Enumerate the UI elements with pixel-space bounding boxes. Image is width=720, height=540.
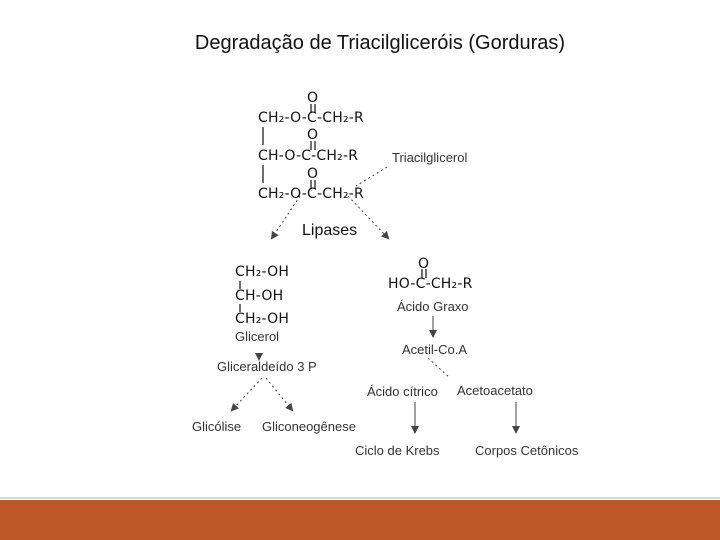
gluconeogenesis-label: Gliconeogênese <box>262 419 356 434</box>
lipases-label: Lipases <box>302 222 358 239</box>
arrow-to-glycerol <box>270 195 301 240</box>
glycerol-label: Glicerol <box>235 329 280 344</box>
arrow-label-pointer <box>355 166 388 187</box>
footer-bar <box>0 500 720 540</box>
page-title: Degradação de Triacilgliceróis (Gorduras… <box>194 32 566 54</box>
fatty-acid-label: Ácido Graxo <box>397 299 469 314</box>
krebs-label: Ciclo de Krebs <box>355 443 440 458</box>
citric-acid-label: Ácido cítrico <box>367 384 438 399</box>
acetyl-coa-label: Acetil-Co.A <box>402 342 468 357</box>
ester-row-2: CH-O-C-CH₂-R <box>258 148 359 164</box>
dashed-reaction-arrows <box>230 166 451 412</box>
acetoacetate-label: Acetoacetato <box>457 383 533 398</box>
carbonyl-oxygen-1: O <box>307 90 319 106</box>
fatty-acid-oxygen: O <box>418 256 430 272</box>
backbone-bonds <box>239 127 264 312</box>
carbonyl-oxygen-3: O <box>307 166 319 182</box>
arrow-to-fatty-acid <box>347 195 390 240</box>
glyceraldehyde-marker <box>255 353 263 361</box>
glycerol-row-2: CH-OH <box>235 288 284 304</box>
glycolysis-label: Glicólise <box>192 419 242 434</box>
ketone-bodies-label: Corpos Cetônicos <box>475 443 579 458</box>
fatty-acid-formula: HO-C-CH₂-R <box>388 276 473 292</box>
glycerol-row-3: CH₂-OH <box>235 311 290 327</box>
footer-divider <box>0 497 720 499</box>
carbonyl-oxygen-2: O <box>307 127 319 143</box>
carbonyl-double-bonds <box>310 104 427 278</box>
ester-row-3: CH₂-O-C-CH₂-R <box>258 186 364 202</box>
arrow-to-gluconeogenesis <box>265 377 294 412</box>
glyceraldehyde-label: Gliceraldeído 3 P <box>217 359 317 374</box>
ester-row-1: CH₂-O-C-CH₂-R <box>258 110 364 126</box>
triacylglycerol-label: Triacilglicerol <box>392 150 468 165</box>
arrow-to-glycolysis <box>230 377 263 412</box>
glycerol-row-1: CH₂-OH <box>235 264 290 280</box>
arrow-to-acetoacetate <box>427 357 451 379</box>
solid-reaction-arrows <box>411 316 520 434</box>
